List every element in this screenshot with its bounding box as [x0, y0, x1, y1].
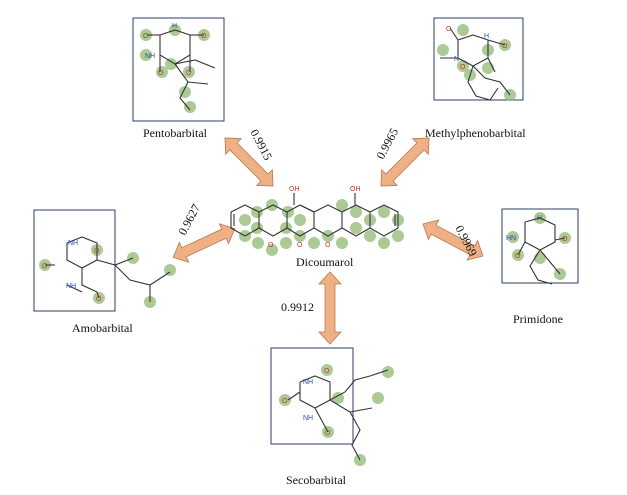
amo-atom-o2: O [42, 263, 48, 270]
prim-atom-hn: HN [506, 235, 516, 242]
label-methylphenobarbital: Methylphenobarbital [425, 126, 526, 140]
pento-atom-o2: O [201, 33, 207, 40]
pento-atom-h: H [172, 23, 177, 30]
label-primidone: Primidone [513, 312, 563, 326]
mpb-atom-o2: O [502, 43, 508, 50]
score-secobarbital: 0.9912 [281, 300, 314, 314]
amobarbital-box [33, 209, 116, 312]
dicoumarol-o-3: O [325, 242, 331, 249]
arrow-amobarbital [172, 223, 236, 263]
mpb-atom-n: N [454, 56, 459, 63]
prim-atom-o2: O [515, 253, 521, 260]
score-methylphenobarbital: 0.9965 [373, 126, 401, 162]
amo-atom-o1: O [94, 248, 100, 255]
pento-atom-o4: O [186, 70, 192, 77]
seco-atom-o3: O [325, 430, 331, 437]
methylphenobarbital-box [433, 17, 524, 101]
mpb-atom-o1: O [446, 26, 452, 33]
amobarbital-structure: NH O O NH O [33, 209, 176, 312]
mpb-atom-o3: O [460, 64, 466, 71]
seco-atom-nh1: NH [303, 379, 313, 386]
dicoumarol-highlights [239, 199, 404, 256]
amo-atom-nh2: NH [66, 283, 76, 290]
pentobarbital-box [132, 17, 225, 122]
dicoumarol-structure: OH OH O O O [230, 186, 404, 256]
seco-atom-o2: O [282, 398, 288, 405]
label-pentobarbital: Pentobarbital [143, 126, 208, 140]
prim-atom-o1: O [562, 236, 568, 243]
dicoumarol-oh-right: OH [350, 186, 361, 193]
dicoumarol-o-2: O [297, 242, 303, 249]
primidone-box [501, 208, 579, 284]
seco-atom-nh2: NH [303, 415, 313, 422]
dicoumarol-o-1: O [268, 242, 274, 249]
amo-atom-nh1: NH [68, 240, 78, 247]
prim-atom-h: H [537, 215, 542, 222]
pentobarbital-structure: O O H NH O O [132, 17, 225, 122]
secobarbital-box [270, 347, 354, 445]
label-dicoumarol: Dicoumarol [296, 255, 354, 269]
amo-atom-o3: O [96, 296, 102, 303]
secobarbital-structure: NH O O NH O [270, 347, 394, 466]
methylphenobarbital-structure: O H N O O [433, 17, 524, 101]
mpb-atom-nh: H [484, 33, 489, 40]
label-secobarbital: Secobarbital [286, 473, 347, 487]
arrow-secobarbital [318, 271, 342, 345]
arrow-primidone [422, 219, 484, 261]
score-amobarbital: 0.9627 [175, 202, 203, 238]
pento-atom-o3: O [158, 70, 164, 77]
seco-atom-o1: O [324, 368, 330, 375]
pento-atom-o1: O [143, 33, 149, 40]
arrow-pentobarbital [224, 137, 274, 187]
pento-atom-nh: NH [145, 53, 155, 60]
arrow-methylphenobarbital [380, 137, 430, 187]
primidone-structure: H HN O O [501, 208, 579, 285]
dicoumarol-oh-left: OH [289, 186, 300, 193]
label-amobarbital: Amobarbital [72, 321, 133, 335]
